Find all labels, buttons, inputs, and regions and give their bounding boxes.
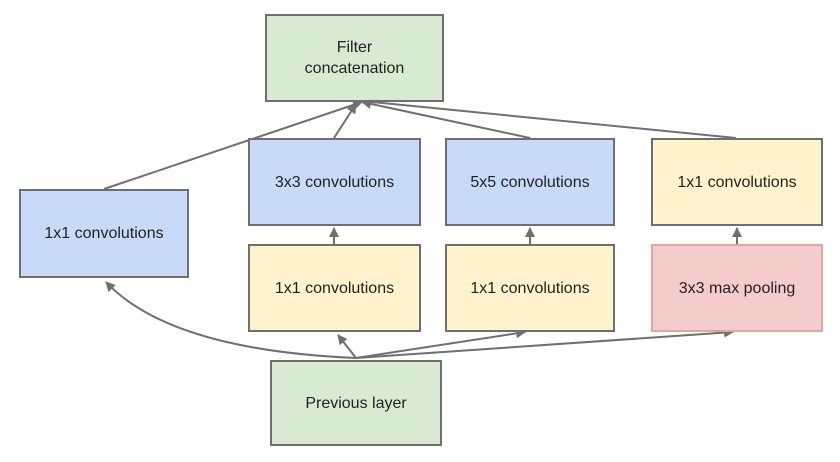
arrow-prev-to-max-pooling — [355, 327, 734, 359]
filter-concatenation-label-line2: concatenation — [304, 60, 405, 77]
arrow-prev-to-reduce-5x5 — [355, 328, 526, 359]
conv-1x1-branch1-label: 1x1 convolutions — [44, 225, 164, 242]
conv-1x1-pool-proj-node: 1x1 convolutions — [651, 138, 823, 226]
conv-5x5-label: 5x5 convolutions — [470, 173, 590, 191]
arrow-prev-to-reduce-3x3 — [337, 334, 357, 359]
conv-1x1-reduce-3x3-label: 1x1 convolutions — [274, 279, 395, 297]
filter-concatenation-node: Filter concatenation — [265, 14, 444, 102]
max-pooling-3x3-label: 3x3 max pooling — [678, 279, 796, 297]
previous-layer-node: Previous layer — [270, 360, 442, 446]
conv-1x1-branch1-node: 1x1 convolutions — [19, 189, 189, 278]
conv-5x5-node: 5x5 convolutions — [445, 138, 615, 226]
conv-1x1-reduce-3x3-node: 1x1 convolutions — [248, 244, 421, 332]
arrow-pool-proj-to-concat — [361, 96, 737, 139]
arrow-prev-to-conv1x1-branch1 — [105, 281, 357, 359]
previous-layer-label: Previous layer — [305, 394, 407, 412]
max-pooling-3x3-node: 3x3 max pooling — [651, 244, 823, 332]
conv-3x3-label: 3x3 convolutions — [274, 173, 395, 191]
conv-3x3-node: 3x3 convolutions — [248, 138, 421, 226]
arrow-conv3x3-to-concat — [333, 103, 357, 139]
conv-1x1-reduce-5x5-node: 1x1 convolutions — [445, 244, 615, 332]
filter-concatenation-label-line1: Filter — [336, 39, 373, 56]
conv-1x1-pool-proj-label: 1x1 convolutions — [677, 173, 797, 191]
arrow-conv5x5-to-concat — [361, 98, 531, 139]
conv-1x1-reduce-5x5-label: 1x1 convolutions — [470, 279, 590, 297]
arrow-conv1x1-branch1-to-concat — [103, 100, 363, 190]
